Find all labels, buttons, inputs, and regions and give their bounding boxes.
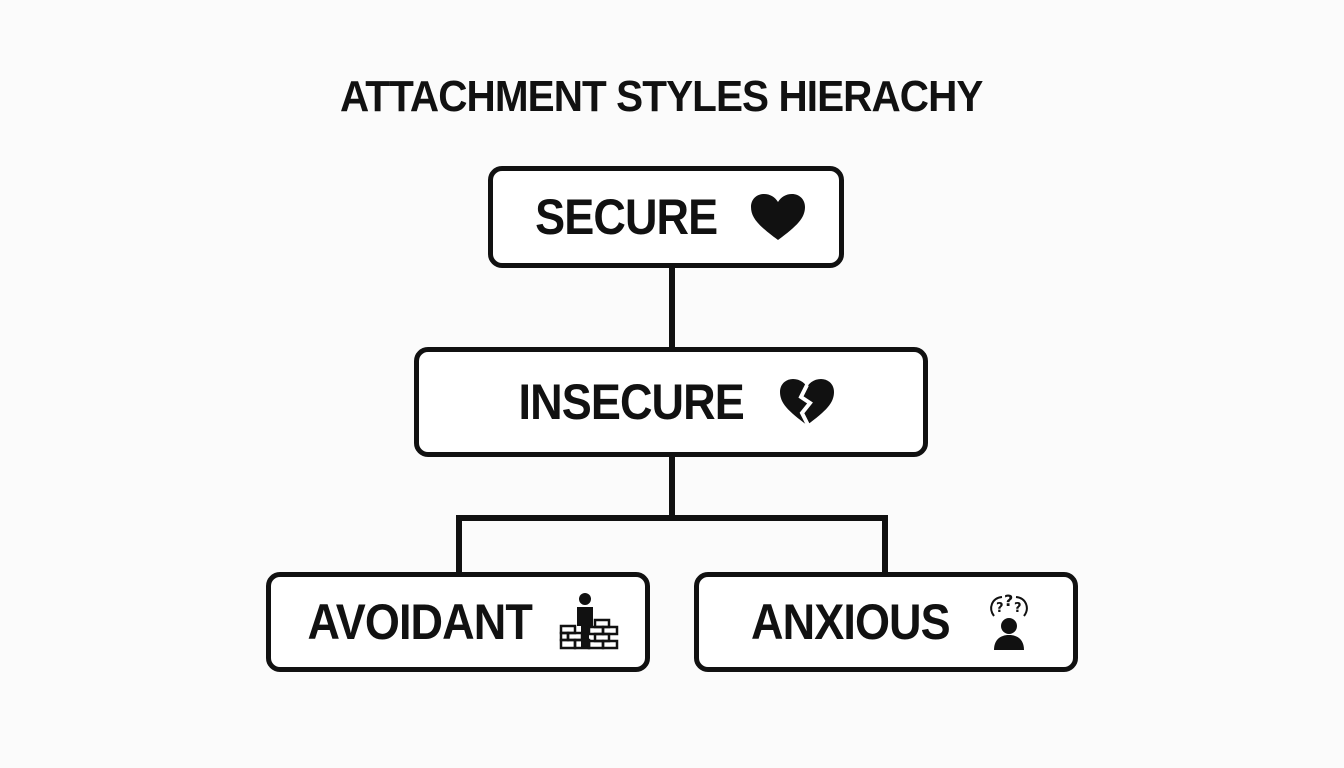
node-avoidant: AVOIDANT <box>266 572 650 672</box>
node-anxious: ANXIOUS ? ? ? <box>694 572 1078 672</box>
person-behind-wall-icon <box>559 592 621 652</box>
node-insecure: INSECURE <box>414 347 928 457</box>
heart-icon <box>749 192 807 242</box>
svg-text:?: ? <box>996 601 1004 616</box>
node-anxious-label: ANXIOUS <box>750 594 951 650</box>
svg-text:?: ? <box>1004 592 1013 610</box>
diagram-title: ATTACHMENT STYLES HIERACHY <box>340 72 983 121</box>
broken-heart-icon <box>778 377 836 427</box>
node-secure: SECURE <box>488 166 844 268</box>
svg-text:?: ? <box>1014 601 1022 616</box>
node-avoidant-label: AVOIDANT <box>307 594 533 650</box>
node-insecure-label: INSECURE <box>518 374 744 430</box>
worried-person-icon: ? ? ? <box>986 592 1032 652</box>
node-secure-label: SECURE <box>534 189 718 245</box>
